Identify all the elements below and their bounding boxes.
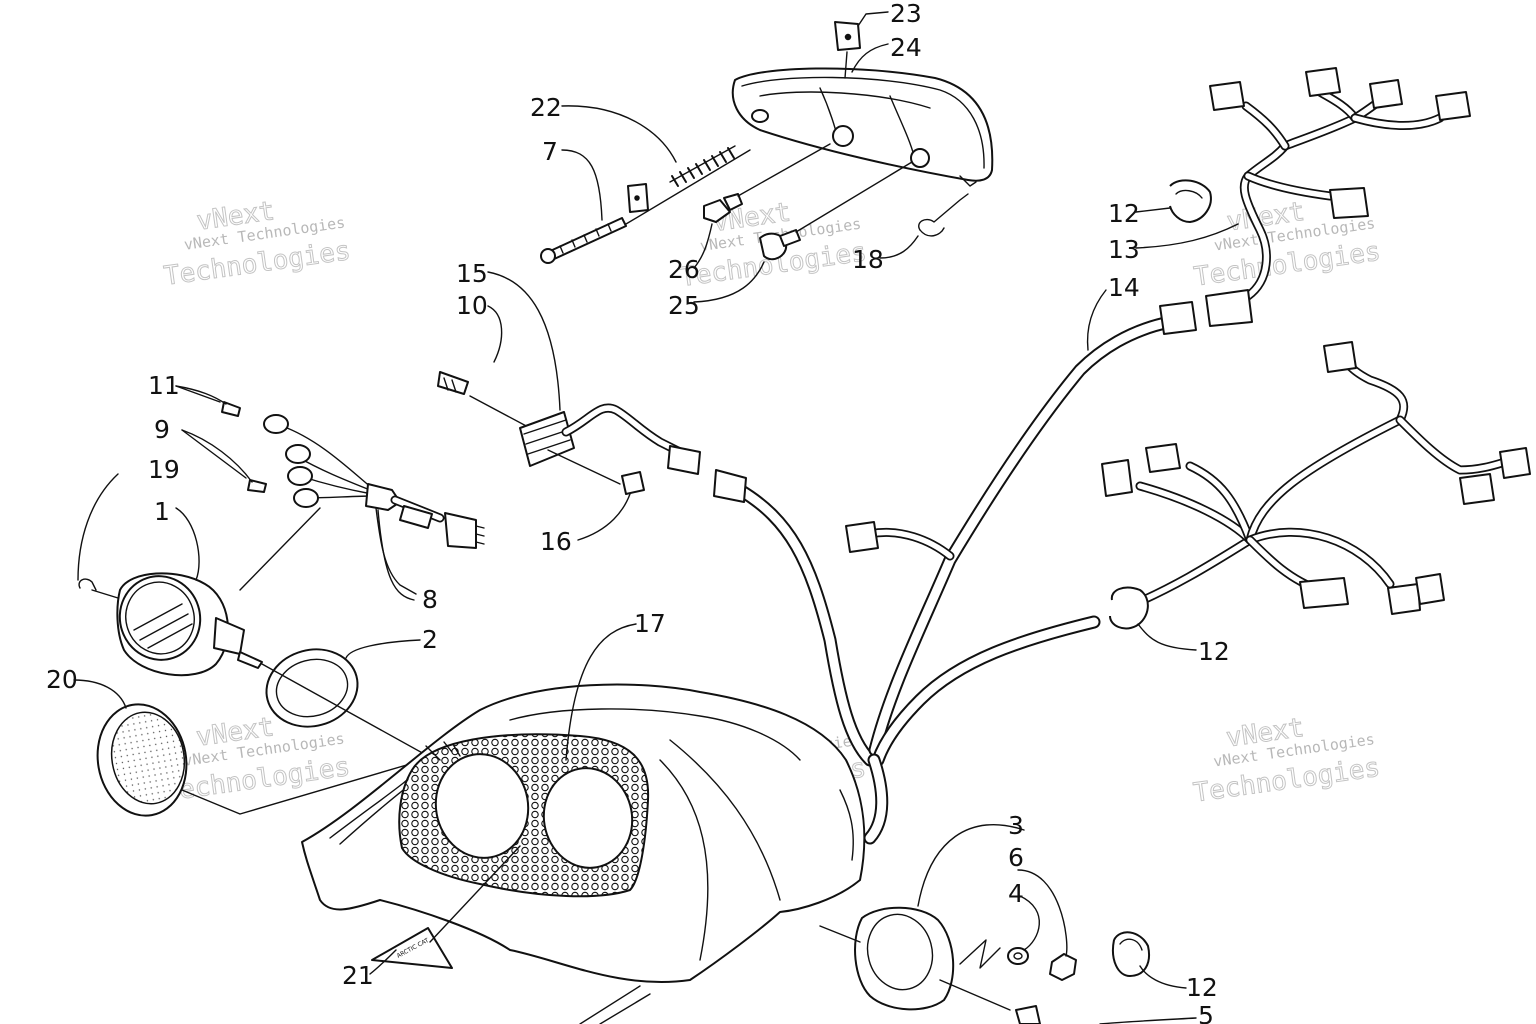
- callout-12-bottom: 12: [1186, 973, 1218, 1002]
- callout-10: 10: [456, 291, 488, 320]
- gauge-harness-connector: [444, 512, 477, 549]
- socket-9a: [285, 444, 311, 464]
- callout-18: 18: [852, 245, 884, 274]
- callout-15: 15: [456, 259, 488, 288]
- callout-24: 24: [890, 33, 922, 62]
- callout-numbers: 23 24 22 7 26 25 18 15 10 11 9 19 1 16 8…: [46, 0, 1230, 1024]
- washer-4: [1007, 947, 1029, 965]
- stud-5: [1015, 1005, 1041, 1024]
- gauge-housing-3: [819, 906, 1011, 1011]
- clamp-12-bottom: [1112, 931, 1150, 977]
- callout-4: 4: [1008, 879, 1024, 908]
- callout-17: 17: [634, 609, 666, 638]
- nut-16: [621, 471, 645, 495]
- lens-20: [96, 703, 188, 817]
- callout-23: 23: [890, 0, 922, 28]
- socket-11: [263, 414, 289, 434]
- watermark-top-left: vNext vNext Technologies Technologies: [162, 196, 353, 293]
- callout-21: 21: [342, 961, 374, 990]
- gauge-hole-right: [542, 767, 634, 869]
- main-wiring-harness-14: [713, 301, 1197, 845]
- gauge-1: [78, 572, 263, 677]
- decal-21: ARCTIC CAT: [371, 845, 521, 969]
- callout-11: 11: [148, 371, 180, 400]
- callout-12-top: 12: [1108, 199, 1140, 228]
- callout-1: 1: [154, 497, 170, 526]
- watermark-top-right: vNext vNext Technologies Technologies: [1192, 196, 1383, 293]
- callout-13: 13: [1108, 235, 1140, 264]
- callout-6: 6: [1008, 843, 1024, 872]
- callout-16: 16: [540, 527, 572, 556]
- harness-13: [1169, 67, 1471, 327]
- callout-14: 14: [1108, 273, 1140, 302]
- harness-lower-right: [1101, 341, 1531, 630]
- gauge-hole-left: [434, 753, 530, 859]
- clamp-12-mid: [1109, 586, 1149, 630]
- harness-connector-left: [713, 469, 747, 503]
- clip-18: [918, 193, 969, 231]
- ring-2: [265, 648, 359, 728]
- regulator-15: [437, 371, 701, 495]
- callout-25: 25: [668, 291, 700, 320]
- clamp-12-top: [1169, 179, 1212, 223]
- headlight-assembly: [540, 21, 994, 264]
- instrument-pod-17: [301, 683, 866, 1024]
- callout-5: 5: [1198, 1001, 1214, 1024]
- callout-19: 19: [148, 455, 180, 484]
- callout-12-mid: 12: [1198, 637, 1230, 666]
- callout-3: 3: [1008, 811, 1024, 840]
- bulb-26: [703, 199, 731, 223]
- nut-6: [1049, 953, 1077, 981]
- callout-8: 8: [422, 585, 438, 614]
- callout-9: 9: [154, 415, 170, 444]
- callout-22: 22: [530, 93, 562, 122]
- callout-7: 7: [542, 137, 558, 166]
- spring-22: [669, 145, 736, 187]
- callout-26: 26: [668, 255, 700, 284]
- leader-lines: [73, 11, 1239, 1024]
- screw-7: [540, 149, 751, 264]
- watermark-bottom-right: vNext vNext Technologies Technologies: [1191, 712, 1382, 809]
- callout-20: 20: [46, 665, 78, 694]
- gauge-light-harness: [175, 385, 485, 595]
- callout-2: 2: [422, 625, 438, 654]
